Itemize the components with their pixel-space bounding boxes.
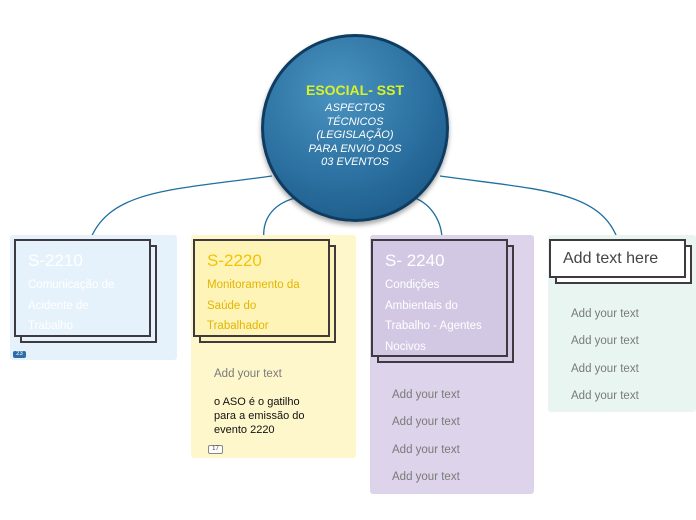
topic-add-text[interactable]: Add text here [549,239,686,278]
subtopic-add-text-4[interactable]: Add your text [571,390,639,402]
topic-s2240[interactable]: S- 2240 Condições Ambientais do Trabalho… [371,239,508,357]
connector-s2220 [263,197,296,241]
topic-s2210-description: Comunicação de Acidente de Trabalho [28,279,115,332]
central-topic[interactable]: ESOCIAL- SST ASPECTOS TÉCNICOS (LEGISLAÇ… [261,34,449,222]
note-s2220[interactable]: o ASO é o gatilho para a emissão do even… [214,396,305,436]
subtopic-s2240-2[interactable]: Add your text [392,416,460,428]
subtopic-s2240-4[interactable]: Add your text [392,471,460,483]
subtopic-add-text-1[interactable]: Add your text [571,308,639,320]
subtopic-add-text-3[interactable]: Add your text [571,363,639,375]
central-title: ESOCIAL- SST [305,82,404,98]
badge-s2220[interactable]: 17 [208,445,223,454]
topic-s2220[interactable]: S-2220 Monitoramento da Saúde do Trabalh… [193,239,330,337]
subtopic-add-text-2[interactable]: Add your text [571,335,639,347]
subtopic-s2240-3[interactable]: Add your text [392,444,460,456]
topic-s2240-description: Condições Ambientais do Trabalho - Agent… [385,279,482,353]
connector-s2240 [414,197,443,241]
topic-s2210-code: S-2210 [28,251,83,270]
topic-add-text-label: Add text here [563,250,659,267]
topic-s2220-description: Monitoramento da Saúde do Trabalhador [207,279,300,332]
topic-s2210[interactable]: S-2210 Comunicação de Acidente de Trabal… [14,239,151,337]
topic-s2240-code: S- 2240 [385,251,445,270]
connector-add-text [439,175,619,241]
topic-s2220-code: S-2220 [207,251,262,270]
subtopic-s2240-1[interactable]: Add your text [392,389,460,401]
badge-s2210[interactable]: 23 [13,351,26,358]
connector-s2210 [89,175,273,241]
central-subtitle: ASPECTOS TÉCNICOS (LEGISLAÇÃO) PARA ENVI… [308,102,402,168]
subtopic-s2220-1[interactable]: Add your text [214,368,282,380]
